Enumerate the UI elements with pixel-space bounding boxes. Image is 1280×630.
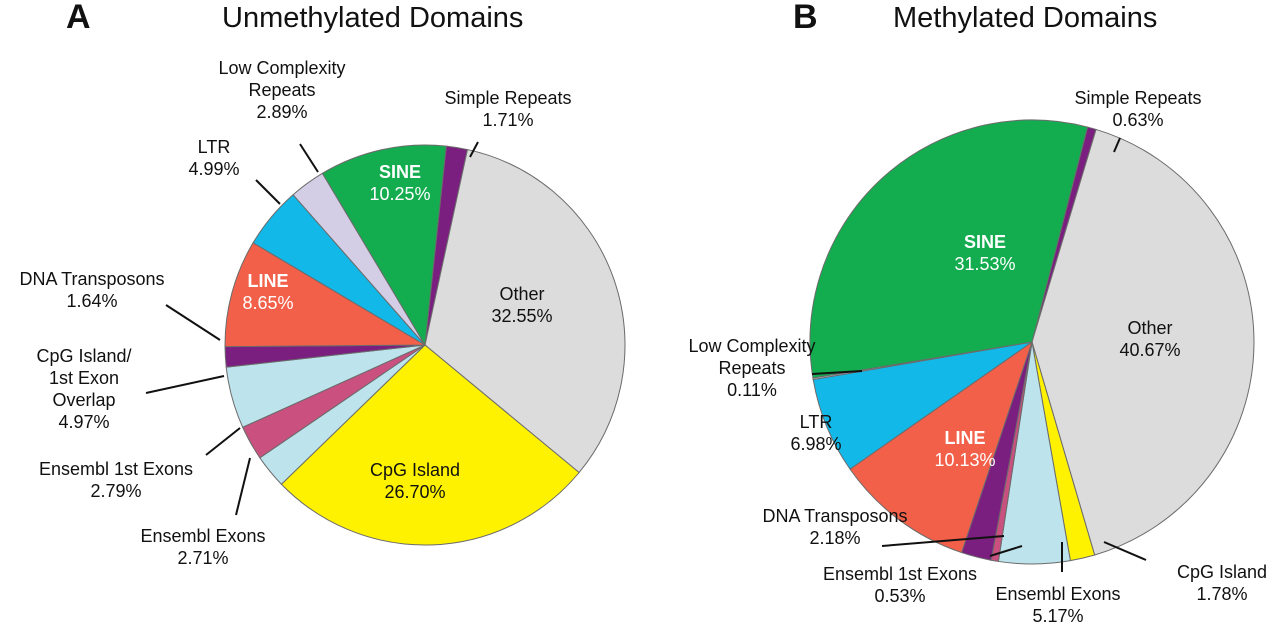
label-a-ensembl-1st-exons-name: Ensembl 1st Exons	[39, 459, 193, 479]
label-a-simple-repeats-name: Simple Repeats	[444, 88, 571, 108]
label-a-other-name: Other	[499, 284, 544, 304]
leader-a-low-complexity-repeats	[299, 143, 319, 173]
label-b-ensembl-exons-name: Ensembl Exons	[995, 584, 1120, 604]
leader-a-dna-transposons	[165, 304, 221, 341]
label-a-ensembl-1st-exons-pct: 2.79%	[90, 481, 141, 501]
label-a-ensembl-exons-pct: 2.71%	[177, 548, 228, 568]
leader-b-simple-repeats	[1113, 137, 1121, 153]
panel-a-title: Unmethylated Domains	[222, 2, 523, 34]
slice-a-other	[424, 148, 626, 474]
label-b-cpg-island-pct: 1.78%	[1196, 584, 1247, 604]
label-a-sine-pct: 10.25%	[369, 184, 430, 204]
label-b-simple-repeats-name: Simple Repeats	[1074, 88, 1201, 108]
label-a-low-complexity-repeats-name: Low Complexity	[218, 58, 345, 78]
label-b-ltr-name: LTR	[800, 412, 833, 432]
panel-a-letter: A	[66, 0, 91, 36]
slice-a-sine	[321, 144, 447, 347]
leader-a-ensembl-exons	[235, 457, 251, 516]
pie-unmethylated	[224, 144, 626, 546]
label-a-cpg-island-1st-exon-overlap-name: CpG Island/	[36, 346, 131, 366]
label-b-ensembl-1st-exons-name: Ensembl 1st Exons	[823, 564, 977, 584]
label-a-line-name: LINE	[247, 271, 288, 291]
leader-a-ltr	[255, 179, 281, 205]
label-a-dna-transposons-name: DNA Transposons	[19, 269, 164, 289]
leader-b-ensembl-1st-exons	[989, 545, 1023, 557]
leader-lines	[145, 137, 1147, 572]
label-b-dna-transposons-name: DNA Transposons	[762, 506, 907, 526]
label-a-dna-transposons-pct: 1.64%	[66, 291, 117, 311]
label-a-ltr-name: LTR	[198, 137, 231, 157]
panel-b-title: Methylated Domains	[893, 2, 1157, 34]
label-b-simple-repeats-pct: 0.63%	[1112, 110, 1163, 130]
label-b-ensembl-1st-exons-pct: 0.53%	[874, 586, 925, 606]
label-b-cpg-island-name: CpG Island	[1177, 562, 1267, 582]
label-b-line-name: LINE	[944, 428, 985, 448]
label-a-cpg-island-1st-exon-overlap-name: 1st Exon	[49, 368, 119, 388]
label-a-low-complexity-repeats-pct: 2.89%	[256, 102, 307, 122]
label-a-ensembl-exons-name: Ensembl Exons	[140, 526, 265, 546]
pie-methylated	[809, 119, 1255, 565]
leader-a-simple-repeats	[469, 141, 479, 158]
leader-b-cpg-island	[1103, 541, 1147, 561]
label-a-cpg-island-1st-exon-overlap-name: Overlap	[52, 390, 115, 410]
label-b-sine-pct: 31.53%	[954, 254, 1015, 274]
leader-b-dna-transposons	[881, 535, 1005, 547]
label-b-ltr-pct: 6.98%	[790, 434, 841, 454]
label-a-other-pct: 32.55%	[491, 306, 552, 326]
leader-a-ensembl-1st-exons	[205, 427, 241, 456]
label-b-low-complexity-repeats-pct: 0.11%	[727, 380, 777, 400]
slice-a-cpg-island	[280, 344, 580, 546]
label-a-ltr-pct: 4.99%	[188, 159, 239, 179]
leader-b-low-complexity-repeats	[811, 370, 863, 375]
label-b-other-pct: 40.67%	[1119, 340, 1180, 360]
slice-a-line	[224, 242, 427, 348]
label-a-sine-name: SINE	[379, 162, 421, 182]
slice-b-other	[1031, 128, 1255, 556]
label-a-cpg-island-pct: 26.70%	[384, 482, 445, 502]
label-a-cpg-island-1st-exon-overlap-pct: 4.97%	[58, 412, 109, 432]
label-a-low-complexity-repeats-name: Repeats	[248, 80, 315, 100]
label-b-other-name: Other	[1127, 318, 1172, 338]
label-b-line-pct: 10.13%	[934, 450, 995, 470]
slice-b-line	[849, 340, 1033, 554]
label-b-sine-name: SINE	[964, 232, 1006, 252]
label-b-low-complexity-repeats-name: Low Complexity	[688, 336, 815, 356]
label-a-simple-repeats-pct: 1.71%	[482, 110, 533, 130]
panel-b-letter: B	[793, 0, 818, 36]
label-a-cpg-island-name: CpG Island	[370, 460, 460, 480]
label-a-line-pct: 8.65%	[242, 293, 293, 313]
label-b-low-complexity-repeats-name: Repeats	[718, 358, 785, 378]
label-b-dna-transposons-pct: 2.18%	[809, 528, 860, 548]
leader-a-cpg-island-1st-exon-overlap	[145, 375, 225, 394]
slice-b-sine	[809, 119, 1089, 379]
label-b-ensembl-exons-pct: 5.17%	[1032, 606, 1083, 626]
